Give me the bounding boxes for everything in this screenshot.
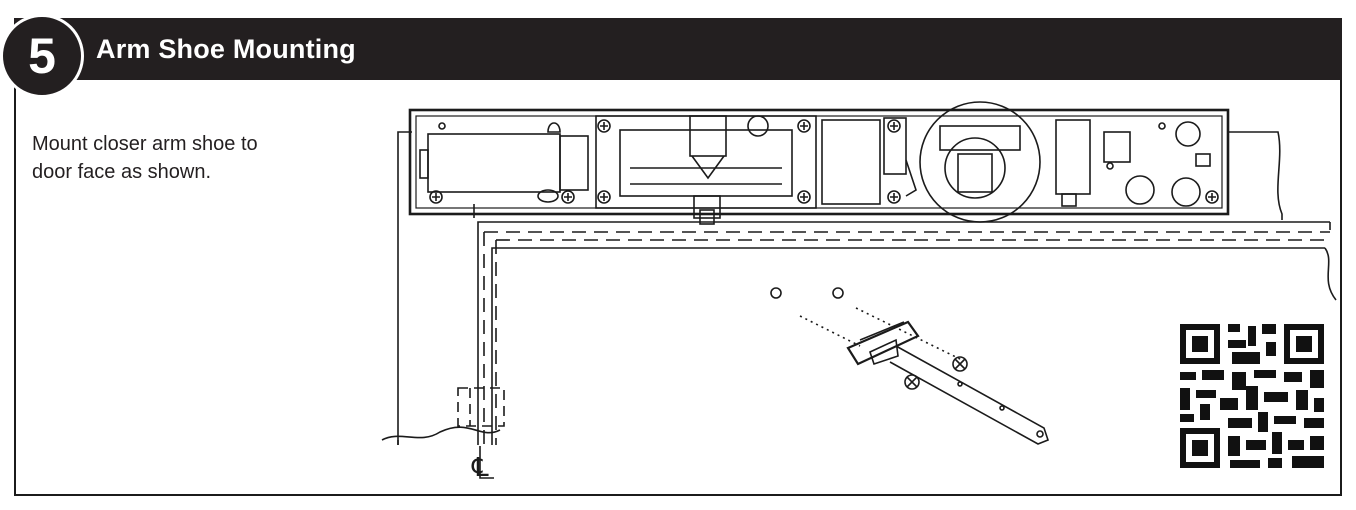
instruction-line-1: Mount closer arm shoe to <box>32 133 258 155</box>
qr-code <box>1176 320 1328 472</box>
pilot-hole <box>770 287 782 299</box>
centerline-leader <box>479 446 494 479</box>
instruction-line-2: door face as shown. <box>32 161 211 183</box>
door-closer-body <box>408 101 1230 225</box>
shoe-screws <box>904 356 968 390</box>
dashed-hidden-lines <box>473 204 1330 445</box>
step-title: Arm Shoe Mounting <box>96 34 356 64</box>
alignment-lines <box>799 307 963 361</box>
instruction-text: Mount closer arm shoe to door face as sh… <box>32 130 352 186</box>
door-frame-outline <box>381 131 1337 445</box>
mounting-screws <box>429 119 1219 204</box>
step-number-badge: 5 <box>0 14 84 98</box>
pilot-hole <box>832 287 844 299</box>
centerline-symbol: ℄ <box>471 452 489 482</box>
step-header-bar <box>14 18 1342 80</box>
arm-shoe <box>846 320 1049 445</box>
bracket-hidden-outline <box>457 387 505 427</box>
